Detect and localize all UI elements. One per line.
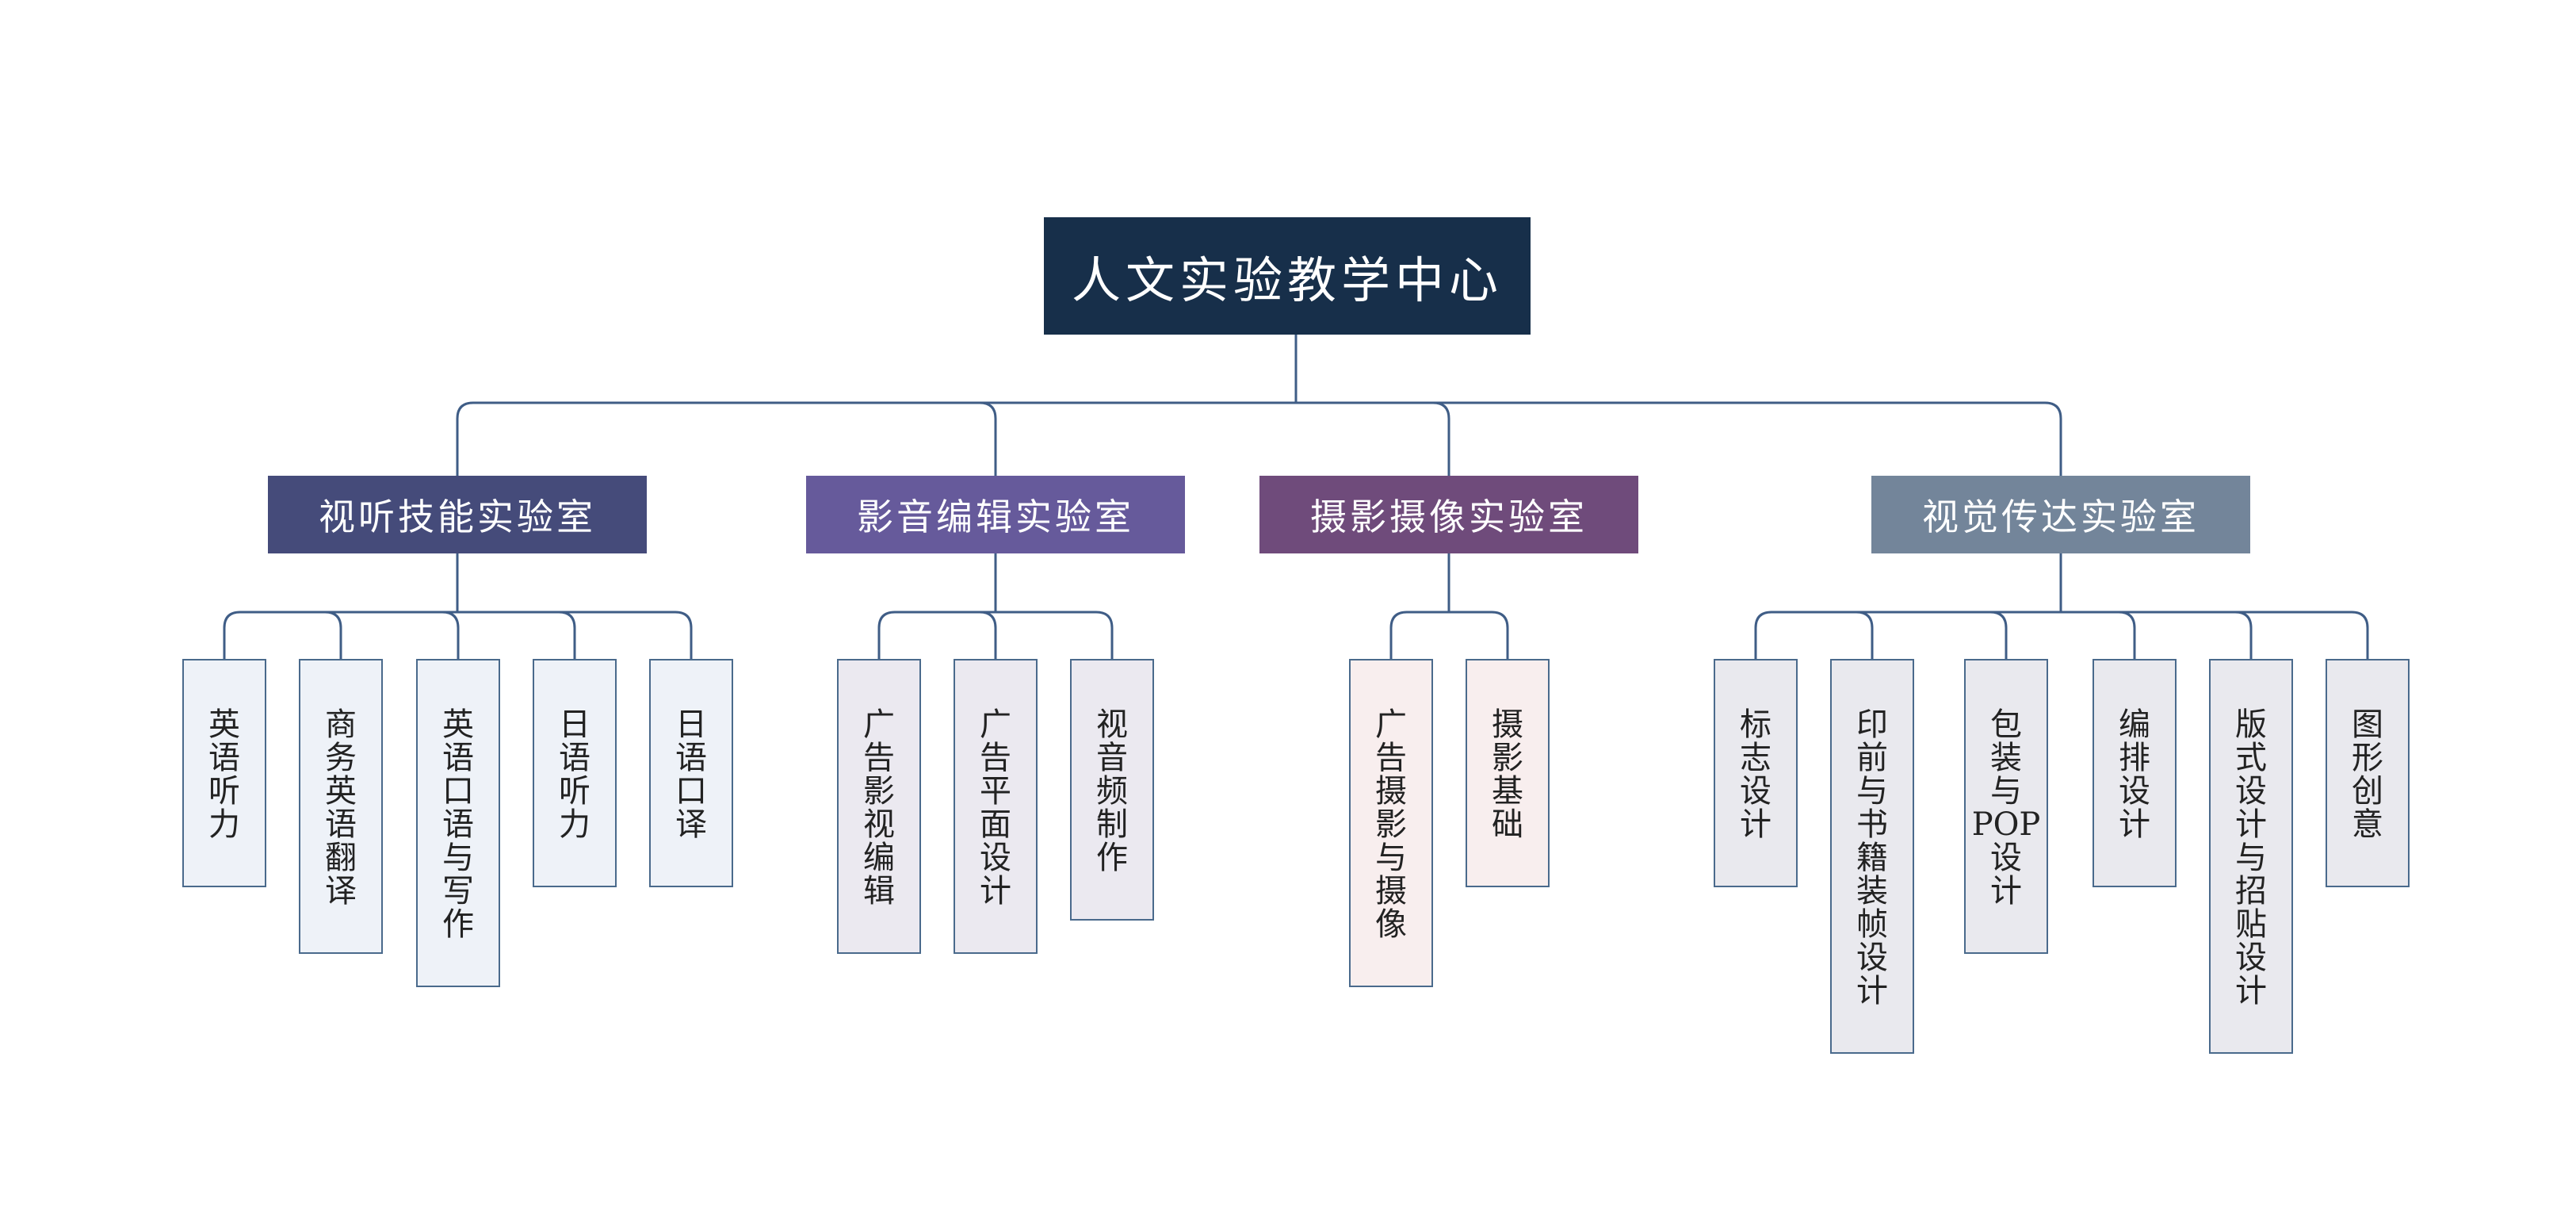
leaf-label: 印前与书籍装帧设计 (1856, 706, 1888, 1009)
lab-node: 视觉传达实验室 (1871, 476, 2250, 553)
connector-line (877, 611, 1114, 659)
leaf-label: 摄影基础 (1492, 706, 1523, 843)
leaf-node: 摄影基础 (1466, 659, 1550, 887)
lab-name: 视听技能实验室 (319, 496, 596, 538)
leaf-label: 编排设计 (2119, 706, 2150, 843)
connector-line (456, 401, 2062, 476)
leaf-node: 图形创意 (2326, 659, 2410, 887)
leaf-label: 广告摄影与摄像 (1375, 706, 1407, 943)
lab-node: 摄影摄像实验室 (1259, 476, 1638, 553)
leaf-node: 视音频制作 (1070, 659, 1154, 921)
leaf-label: 英语听力 (208, 706, 240, 843)
leaf-label: 版式设计与招贴设计 (2235, 706, 2267, 1009)
leaf-label: 图形创意 (2352, 706, 2383, 843)
leaf-node: 英语口语与写作 (416, 659, 500, 987)
connector-line (223, 611, 693, 659)
lab-name: 视觉传达实验室 (1922, 496, 2200, 538)
connector-line (324, 611, 342, 659)
lab-name: 摄影摄像实验室 (1310, 496, 1588, 538)
connector-line (441, 611, 460, 659)
connector-line (979, 401, 997, 476)
connector-line (1432, 401, 1450, 476)
lab-node: 视听技能实验室 (268, 476, 647, 553)
connector-line (1389, 611, 1509, 659)
leaf-node: 广告影视编辑 (837, 659, 921, 954)
leaf-label: 视音频制作 (1096, 706, 1128, 876)
leaf-node: 广告平面设计 (954, 659, 1038, 954)
root-node: 人文实验教学中心 (1044, 217, 1531, 335)
leaf-label: 广告影视编辑 (863, 706, 895, 909)
leaf-node: 商务英语翻译 (299, 659, 383, 954)
connector-line (979, 611, 997, 659)
leaf-label: 广告平面设计 (980, 706, 1011, 909)
connector-line (558, 611, 576, 659)
leaf-label: 英语口语与写作 (442, 706, 474, 943)
leaf-label: 标志设计 (1740, 706, 1771, 843)
connector-line (2118, 611, 2136, 659)
leaf-node: 日语听力 (533, 659, 617, 887)
leaf-node: 编排设计 (2093, 659, 2177, 887)
root-title: 人文实验教学中心 (1071, 251, 1503, 309)
lab-node: 影音编辑实验室 (806, 476, 1185, 553)
leaf-node: 英语听力 (182, 659, 266, 887)
connector-line (1989, 611, 2008, 659)
leaf-label: 日语听力 (559, 706, 590, 843)
leaf-node: 标志设计 (1714, 659, 1798, 887)
connector-line (1856, 611, 1874, 659)
lab-name: 影音编辑实验室 (857, 496, 1134, 538)
connector-line (1754, 611, 2369, 659)
leaf-node: 印前与书籍装帧设计 (1830, 659, 1914, 1054)
leaf-label: 日语口译 (675, 706, 707, 843)
connector-line (2234, 611, 2253, 659)
leaf-node: 日语口译 (649, 659, 733, 887)
leaf-node: 广告摄影与摄像 (1349, 659, 1433, 987)
leaf-node: 版式设计与招贴设计 (2209, 659, 2293, 1054)
leaf-label: 商务英语翻译 (325, 706, 357, 909)
